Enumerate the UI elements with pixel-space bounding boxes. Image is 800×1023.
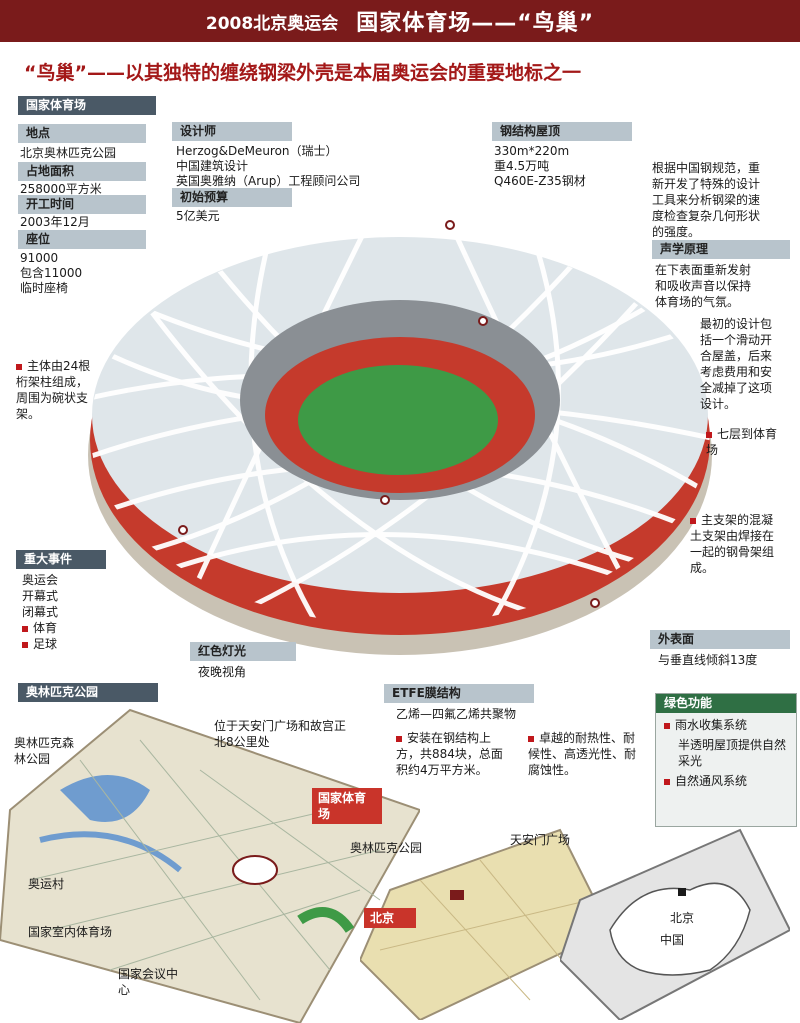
stadium-illustration	[88, 220, 712, 655]
red-light-text: 夜晚视角	[198, 665, 247, 679]
banner-event: 2008北京奥运会	[205, 13, 339, 34]
surface-label: 外表面	[650, 630, 790, 649]
roof-design-note: 最初的设计包括一个滑动开合屋盖，后来考虑费用和安全减掉了这项设计。	[700, 317, 773, 411]
tiananmen-label: 天安门广场	[510, 833, 571, 847]
bullet-icon	[690, 517, 696, 524]
seats-value-2: 包含11000	[20, 266, 83, 280]
china-map	[560, 828, 790, 1020]
roof-line-1: 330m*220m	[494, 144, 570, 158]
structure-note: 主体由24根桁架柱组成，周围为碗状支架。	[16, 359, 91, 421]
designer-label: 设计师	[172, 122, 292, 141]
banner-title: 国家体育场——“鸟巢”	[356, 11, 595, 36]
event-2: 开幕式	[22, 589, 59, 603]
event-4: 体育	[22, 620, 57, 636]
event-3: 闭幕式	[22, 605, 59, 619]
etfe-note-2: 卓越的耐热性、耐候性、高透光性、耐腐蚀性。	[528, 731, 637, 777]
park-header: 奥林匹克公园	[18, 683, 158, 702]
seats-value-1: 91000	[20, 251, 59, 265]
acoustic-text: 在下表面重新发射和吸收声音以保持体育场的气氛。	[655, 263, 752, 309]
event-1: 奥运会	[22, 573, 59, 587]
green-item-3: 自然通风系统	[656, 769, 796, 789]
roof-line-2: 重4.5万吨	[494, 159, 550, 173]
indoor-stadium-label: 国家室内体育场	[28, 925, 113, 939]
acoustic-label: 声学原理	[652, 240, 790, 259]
event-5: 足球	[22, 636, 57, 652]
start-value: 2003年12月	[20, 215, 90, 229]
stadium-tag: 国家体育场	[312, 788, 382, 824]
distance-note: 位于天安门广场和故宫正北8公里处	[214, 719, 347, 749]
roof-line-3: Q460E-Z35钢材	[494, 174, 586, 188]
location-value: 北京奥林匹克公园	[20, 146, 117, 160]
green-item-1: 雨水收集系统	[656, 713, 796, 733]
bullet-icon	[664, 722, 670, 729]
subtitle: “鸟巢”——以其独特的缠绕钢梁外壳是本届奥运会的重要地标之一	[24, 62, 581, 84]
china-beijing-label: 北京	[670, 911, 695, 925]
roof-label: 钢结构屋顶	[492, 122, 632, 141]
village-label: 奥运村	[28, 877, 65, 891]
green-item-2: 半透明屋顶提供自然采光	[678, 738, 787, 768]
steel-spec-note: 根据中国钢规范，重新开发了特殊的设计工具来分析钢梁的速度检查复杂几何形状的强度。	[652, 161, 761, 239]
bullet-icon	[22, 625, 28, 632]
start-label: 开工时间	[18, 195, 146, 214]
green-functions-panel: 绿色功能 雨水收集系统 半透明屋顶提供自然采光 自然通风系统	[655, 693, 797, 827]
conference-center-label: 国家会议中心	[118, 967, 179, 997]
beijing-map	[360, 828, 610, 1020]
designer-line-3: 英国奥雅纳（Arup）工程顾问公司	[176, 174, 361, 188]
info-header: 国家体育场	[18, 96, 156, 115]
china-label: 中国	[660, 933, 685, 947]
events-header: 重大事件	[16, 550, 106, 569]
etfe-note-1: 安装在钢结构上方，共884块，总面积约4万平方米。	[396, 731, 503, 777]
location-label: 地点	[18, 124, 146, 143]
budget-label: 初始预算	[172, 188, 292, 207]
forest-park-label: 奥林匹克森林公园	[14, 736, 75, 766]
surface-text: 与垂直线倾斜13度	[658, 653, 758, 667]
seats-label: 座位	[18, 230, 146, 249]
beijing-tag: 北京	[364, 908, 416, 928]
designer-line-1: Herzog&DeMeuron（瑞士）	[176, 144, 338, 158]
budget-value: 5亿美元	[176, 209, 220, 223]
bullet-icon	[706, 431, 712, 438]
designer-line-2: 中国建筑设计	[176, 159, 249, 173]
red-light-label: 红色灯光	[190, 642, 296, 661]
bullet-icon	[396, 735, 402, 742]
etfe-label: ETFE膜结构	[384, 684, 534, 703]
seats-value-3: 临时座椅	[20, 281, 69, 295]
area-value: 258000平方米	[20, 182, 102, 196]
bullet-icon	[528, 735, 534, 742]
bullet-icon	[22, 641, 28, 648]
area-label: 占地面积	[18, 162, 146, 181]
etfe-material: 乙烯—四氟乙烯共聚物	[396, 707, 517, 721]
green-functions-header: 绿色功能	[656, 694, 796, 713]
frame-note: 主支架的混凝土支架由焊接在一起的钢骨架组成。	[690, 513, 775, 575]
bj-olympic-park-label: 奥林匹克公园	[350, 841, 423, 855]
floors-note: 七层到体育场	[706, 427, 778, 457]
title-banner: 2008北京奥运会 国家体育场——“鸟巢”	[0, 0, 800, 42]
bullet-icon	[16, 363, 22, 370]
bullet-icon	[664, 778, 670, 785]
